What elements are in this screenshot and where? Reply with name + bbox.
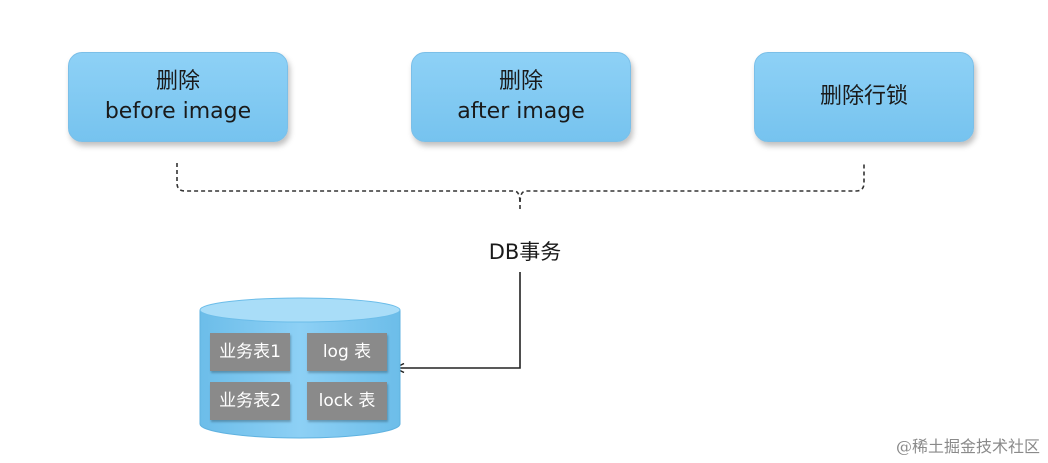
step-box-delete-after-image: 删除 after image	[411, 52, 631, 142]
step-box-delete-before-image: 删除 before image	[68, 52, 288, 142]
step-label-line2: after image	[457, 99, 585, 124]
db-table-log: log 表	[307, 333, 387, 371]
db-transaction-label: DB事务	[488, 240, 562, 264]
step-box-delete-row-lock: 删除行锁	[754, 52, 974, 142]
step-label-line1: 删除	[155, 69, 200, 94]
grouping-brace	[176, 163, 865, 204]
transaction-arrow	[395, 272, 521, 368]
db-table-lock: lock 表	[307, 382, 387, 420]
step-label-line2: before image	[104, 99, 252, 124]
watermark: @稀土掘金技术社区	[895, 437, 1040, 456]
step-label-line1: 删除	[498, 69, 543, 94]
step-label-line1: 删除行锁	[819, 84, 908, 109]
db-table-business-2: 业务表2	[210, 382, 290, 420]
db-table-business-1: 业务表1	[210, 333, 290, 371]
